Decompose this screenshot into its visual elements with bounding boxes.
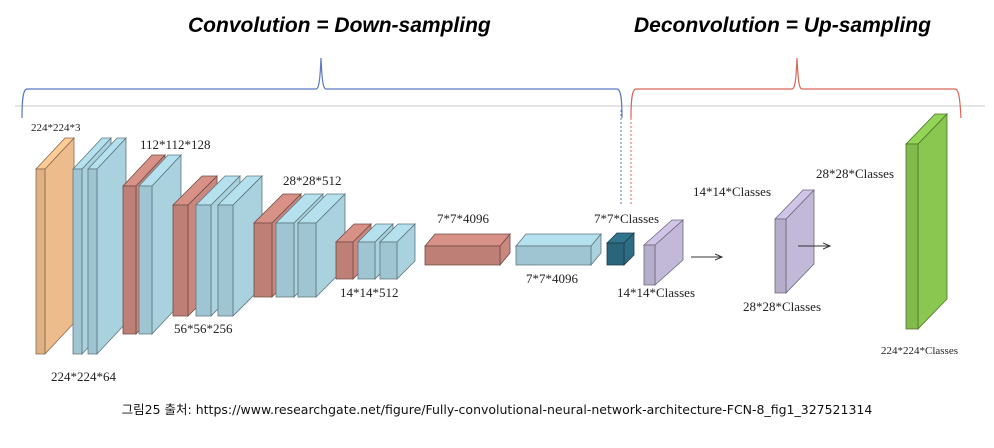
label-conv5: 14*14*512 xyxy=(340,285,399,300)
label-input: 224*224*3 xyxy=(31,122,81,134)
convolution-heading: Convolution = Down-sampling xyxy=(188,14,491,37)
block-fc6 xyxy=(424,232,511,267)
block-pool3-front-face xyxy=(253,222,273,298)
block-upsample-2-front-face xyxy=(774,218,787,294)
label-up1: 14*14*Classes xyxy=(617,285,695,300)
block-output xyxy=(905,113,948,330)
block-conv1-2-front-face xyxy=(87,168,98,355)
block-conv4-2-front-face xyxy=(297,222,317,298)
label-conv2: 112*112*128 xyxy=(140,137,211,152)
deconvolution-heading: Deconvolution = Up-sampling xyxy=(634,14,931,37)
label-up2-top: 14*14*Classes xyxy=(693,184,771,199)
block-conv1-2-side-face xyxy=(96,136,127,356)
block-conv4-1-front-face xyxy=(275,222,295,298)
block-output-side-face xyxy=(917,113,948,330)
block-conv5-2-front-face xyxy=(379,241,398,280)
block-conv1-2 xyxy=(87,136,127,356)
block-fc6-front-face xyxy=(424,245,501,266)
block-fc7 xyxy=(515,232,602,267)
block-pool1-front-face xyxy=(122,185,137,335)
label-fc7: 7*7*4096 xyxy=(526,271,579,286)
block-score-front-face xyxy=(606,242,625,266)
block-fc7-top-face xyxy=(515,233,602,247)
block-upsample-1-front-face xyxy=(643,244,656,286)
block-conv3-1-front-face xyxy=(195,204,212,317)
block-pool2-front-face xyxy=(172,204,189,317)
label-score: 7*7*Classes xyxy=(594,211,659,226)
block-conv3-2-front-face xyxy=(217,204,234,317)
label-output: 224*224*Classes xyxy=(881,345,958,357)
block-input-side-face xyxy=(44,136,75,356)
label-conv3: 56*56*256 xyxy=(174,321,233,336)
block-input xyxy=(35,136,75,356)
label-conv4: 28*28*512 xyxy=(283,173,342,188)
block-pool4-front-face xyxy=(335,241,354,280)
block-upsample-1 xyxy=(642,219,685,286)
block-conv1-1-front-face xyxy=(72,168,83,355)
block-fc7-front-face xyxy=(515,245,592,266)
block-output-front-face xyxy=(905,143,919,330)
label-up2-bottom: 28*28*Classes xyxy=(743,299,821,314)
convolution-brace xyxy=(21,57,623,119)
block-score xyxy=(606,232,635,266)
block-conv5-2 xyxy=(379,223,416,280)
block-upsample-2 xyxy=(774,189,815,294)
label-fc6: 7*7*4096 xyxy=(437,211,490,226)
block-fc6-top-face xyxy=(424,233,511,247)
deconvolution-brace xyxy=(630,57,962,119)
block-input-front-face xyxy=(35,168,46,355)
figure-caption: 그림25 출처: https://www.researchgate.net/fi… xyxy=(121,402,873,417)
label-conv1: 224*224*64 xyxy=(51,369,117,384)
label-up3: 28*28*Classes xyxy=(816,166,894,181)
block-conv2-front-face xyxy=(138,185,153,335)
block-conv5-1-front-face xyxy=(357,241,376,280)
